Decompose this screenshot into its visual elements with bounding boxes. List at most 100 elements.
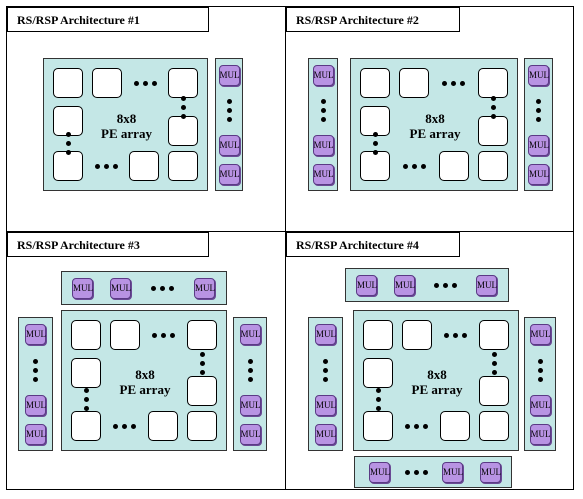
arch1-right-mul-column-dot (226, 117, 232, 122)
mul-unit: MUL (312, 164, 334, 185)
arch3-left-mul-column-dot (33, 376, 38, 382)
arch3-right-mul-column-dot (247, 367, 253, 373)
mul-unit: MUL (528, 135, 549, 156)
arch4-top-mul-row-dot (443, 282, 448, 288)
pe-col-right-dot (180, 113, 186, 119)
pe-row-top-dot (444, 332, 449, 338)
pe-col-right-dot (491, 369, 497, 375)
arch2-right-mul-column-dot (536, 99, 541, 104)
pe-cell (440, 411, 470, 441)
pe-cell (187, 376, 217, 406)
pe-col-right-dot (199, 369, 205, 375)
pe-cell (187, 320, 217, 350)
pe-col-left-dot (375, 388, 381, 393)
mul-unit: MUL (480, 461, 501, 483)
arch4-bottom-mul-row-dot (422, 469, 428, 475)
arch4-bottom-mul-row-dot (404, 469, 410, 475)
pe-cell (402, 320, 432, 350)
pe-row-top-dot (161, 332, 166, 338)
pe-cell (479, 320, 509, 350)
mul-unit: MUL (529, 324, 551, 345)
arch4-left-mul-column-dot (323, 367, 328, 373)
mul-unit: MUL (218, 135, 240, 156)
arch3-left-mul-column-dot (33, 367, 38, 373)
pe-row-top-dot (152, 332, 157, 338)
pe-row-top-dot (462, 332, 467, 338)
pe-col-right-dot (199, 360, 205, 366)
pe-row-top-dot (460, 80, 465, 86)
arch4-title: RS/RSP Architecture #4 (286, 232, 460, 257)
arch2-title: RS/RSP Architecture #2 (286, 7, 460, 32)
pe-row-top-dot (133, 80, 139, 86)
pe-row-top-dot (151, 80, 157, 86)
pe-cell (478, 151, 508, 181)
pe-cell (148, 411, 178, 441)
pe-col-right-dot (491, 360, 497, 366)
arch2-left-mul-column-dot (320, 108, 326, 113)
arch3-top-mul-row-dot (169, 285, 174, 291)
arch1-right-mul-column-dot (226, 99, 232, 104)
pe-row-bottom-dot (112, 163, 118, 169)
mul-unit: MUL (194, 277, 215, 299)
mul-unit: MUL (356, 274, 377, 296)
pe-cell (363, 320, 393, 350)
mul-unit: MUL (25, 324, 46, 345)
arch2-right-mul-column-dot (536, 117, 541, 122)
mul-unit: MUL (25, 395, 46, 416)
pe-col-left-dot (83, 397, 89, 402)
pe-cell (399, 68, 429, 98)
arch4-bottom-mul-row-dot (413, 469, 419, 475)
pe-row-bottom-dot (421, 163, 426, 169)
pe-col-right-dot (199, 351, 205, 357)
mul-unit: MUL (476, 274, 497, 296)
pe-row-top-dot (170, 332, 175, 338)
mul-unit: MUL (218, 164, 240, 185)
mul-unit: MUL (315, 395, 336, 416)
pe-col-right-dot (490, 113, 496, 119)
pe-cell (479, 411, 509, 441)
pe-col-right-dot (490, 104, 496, 110)
mul-unit: MUL (312, 135, 334, 156)
pe-cell (53, 151, 83, 181)
pe-array-text: PE array (409, 125, 461, 141)
arch3-left-mul-column: MUL MUL MUL (18, 317, 53, 451)
mul-unit: MUL (239, 324, 261, 345)
mul-unit: MUL (239, 424, 261, 445)
arch3-left-mul-column-dot (33, 358, 38, 364)
pe-row-bottom-dot (94, 163, 100, 169)
pe-cell (187, 411, 217, 441)
mul-unit: MUL (315, 324, 336, 345)
pe-row-bottom-dot (405, 423, 410, 429)
mul-unit: MUL (529, 395, 551, 416)
pe-col-left-dot (65, 132, 71, 137)
arch2-right-mul-column-dot (536, 108, 541, 113)
pe-cell (53, 106, 83, 136)
arch1-right-mul-column-dot (226, 108, 232, 113)
mul-unit: MUL (72, 277, 93, 299)
pe-cell (129, 151, 159, 181)
pe-row-top-dot (442, 80, 447, 86)
pe-cell (168, 151, 198, 181)
arch2-left-mul-column-dot (320, 117, 326, 122)
pe-cell (71, 411, 101, 441)
pe-cell (360, 68, 390, 98)
pe-col-left-dot (372, 132, 378, 137)
pe-row-top-dot (142, 80, 148, 86)
pe-col-left-dot (372, 141, 378, 146)
mul-unit: MUL (25, 424, 46, 445)
pe-cell (71, 358, 101, 388)
arch2-left-mul-column-dot (320, 99, 326, 104)
arch4-right-mul-column-dot (537, 358, 543, 364)
